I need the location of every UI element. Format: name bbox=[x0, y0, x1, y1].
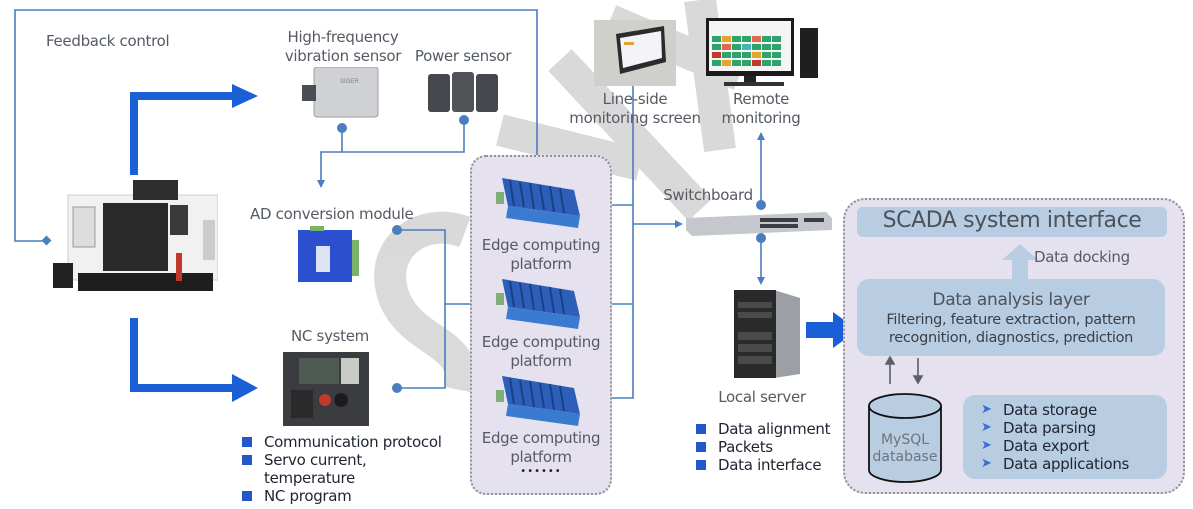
local-server-image bbox=[730, 288, 802, 380]
edge-device-icon bbox=[496, 279, 580, 329]
bullet-square-icon bbox=[696, 460, 706, 470]
svg-text:SIGER: SIGER bbox=[340, 79, 359, 85]
bullet-square-icon bbox=[696, 442, 706, 452]
scada-title-box: SCADA system interface bbox=[857, 207, 1167, 237]
server-tower-icon bbox=[734, 290, 800, 378]
edge-device-image bbox=[494, 273, 590, 331]
switchboard-image bbox=[686, 212, 832, 236]
chevron-right-icon: ➤ bbox=[981, 438, 992, 453]
chevron-right-icon: ➤ bbox=[981, 456, 992, 471]
nc-bullet-item: Servo current, bbox=[242, 451, 442, 469]
chevron-right-icon: ➤ bbox=[981, 420, 992, 435]
vibration-sensor-label: High-frequency vibration sensor bbox=[276, 28, 410, 66]
vibration-sensor-label-line1: High-frequency bbox=[287, 28, 399, 46]
power-sensor-label: Power sensor bbox=[414, 47, 512, 65]
vibration-sensor-image: SIGER bbox=[302, 66, 380, 119]
power-sensor-image bbox=[428, 68, 500, 114]
server-bullet-item: Data interface bbox=[696, 456, 830, 474]
db-sync-arrows bbox=[884, 356, 924, 385]
server-bullet-item: Data alignment bbox=[696, 420, 830, 438]
data-docking-label: Data docking bbox=[1034, 248, 1130, 266]
db-function-item: ➤Data export bbox=[981, 437, 1089, 455]
ad-module-label: AD conversion module bbox=[250, 205, 414, 223]
db-functions-box: ➤Data storage ➤Data parsing ➤Data export… bbox=[963, 395, 1167, 479]
data-docking-arrow-icon bbox=[1002, 244, 1038, 280]
remote-monitor-image bbox=[706, 18, 820, 90]
vibration-sensor-icon: SIGER bbox=[302, 66, 379, 118]
cnc-machine-icon bbox=[53, 180, 219, 291]
nc-system-image bbox=[283, 352, 369, 426]
bullet-square-icon bbox=[242, 491, 252, 501]
scada-title: SCADA system interface bbox=[882, 208, 1142, 233]
database-cylinder-icon bbox=[868, 393, 942, 483]
vibration-sensor-label-line2: vibration sensor bbox=[284, 47, 402, 65]
nc-panel-icon bbox=[283, 352, 369, 426]
db-function-item: ➤Data applications bbox=[981, 455, 1130, 473]
desktop-computer-icon bbox=[706, 18, 818, 86]
cnc-machine-image bbox=[48, 175, 219, 300]
edge-device-icon bbox=[496, 376, 580, 426]
bullet-square-icon bbox=[242, 455, 252, 465]
db-function-item: ➤Data storage bbox=[981, 401, 1097, 419]
bullet-square-icon bbox=[696, 424, 706, 434]
switchboard-label: Switchboard bbox=[663, 186, 753, 204]
ad-module-icon bbox=[298, 226, 359, 282]
ad-module-image bbox=[298, 226, 360, 284]
more-edge-ellipsis: •••••• bbox=[520, 466, 562, 477]
nc-bullet-item: Communication protocol bbox=[242, 433, 442, 451]
chevron-right-icon: ➤ bbox=[981, 402, 992, 417]
db-function-item: ➤Data parsing bbox=[981, 419, 1096, 437]
data-analysis-box: Data analysis layer Filtering, feature e… bbox=[857, 279, 1165, 356]
edge-device-icon bbox=[496, 178, 580, 228]
feedback-control-label: Feedback control bbox=[46, 32, 170, 50]
server-data-list: Data alignment Packets Data interface bbox=[696, 420, 830, 474]
edge-device-image bbox=[494, 370, 590, 428]
db-functions-list: ➤Data storage ➤Data parsing ➤Data export… bbox=[981, 401, 1129, 473]
server-bullet-item: Packets bbox=[696, 438, 830, 456]
tablet-icon bbox=[616, 26, 666, 74]
network-switch-icon bbox=[686, 212, 832, 236]
nc-bullet-item-cont: temperature bbox=[264, 469, 355, 487]
bullet-square-icon bbox=[242, 437, 252, 447]
nc-bullet-item: NC program bbox=[242, 487, 442, 505]
local-server-label: Local server bbox=[718, 388, 806, 406]
data-analysis-title: Data analysis layer bbox=[932, 290, 1090, 310]
nc-system-label: NC system bbox=[291, 327, 369, 345]
nc-data-list: Communication protocol Servo current, te… bbox=[242, 433, 442, 505]
power-sensor-icon bbox=[428, 72, 498, 112]
line-side-screen-image bbox=[594, 20, 676, 86]
edge-device-image bbox=[494, 172, 590, 230]
